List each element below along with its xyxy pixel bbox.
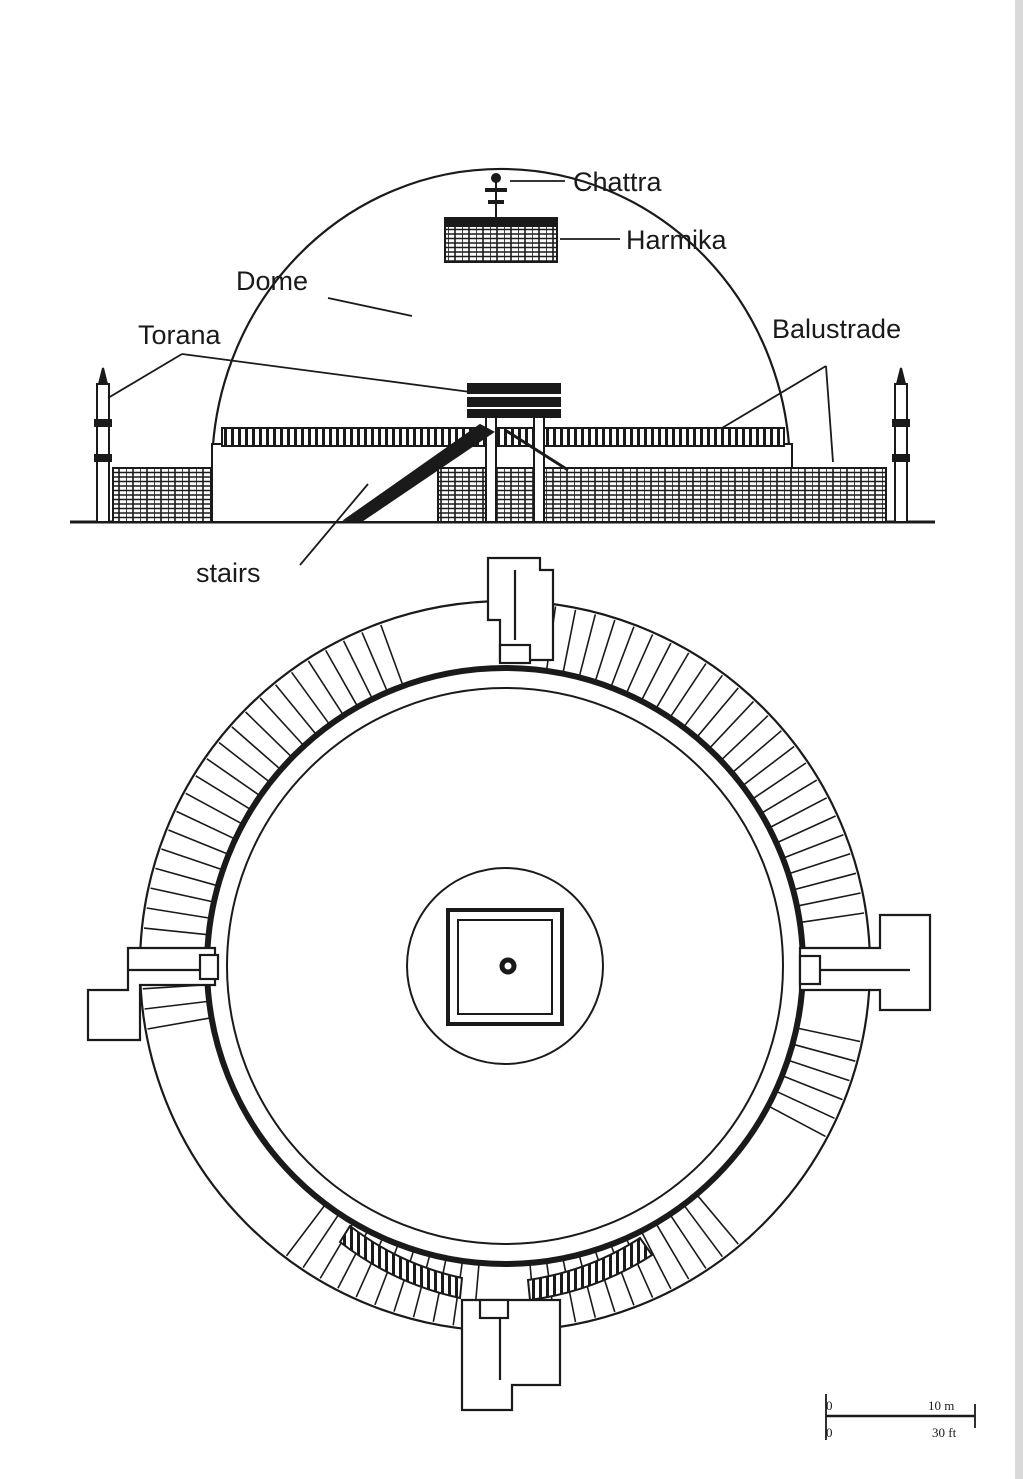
radial-segment	[143, 927, 207, 936]
radial-segment	[285, 1205, 326, 1257]
elevation-view	[70, 167, 935, 566]
radial-segment	[302, 1214, 339, 1269]
radial-segment	[361, 632, 388, 691]
gateway-south	[460, 1298, 562, 1412]
radial-segment	[777, 815, 836, 843]
radial-segment	[769, 1106, 826, 1138]
radial-segment	[342, 640, 373, 698]
radial-segment	[684, 1205, 724, 1258]
radial-segment	[231, 726, 280, 770]
radial-segment	[743, 745, 795, 786]
scale-imperial-start: 0	[826, 1425, 833, 1440]
radial-segment	[245, 711, 292, 757]
torana	[467, 383, 561, 523]
radial-segment	[670, 1215, 707, 1269]
radial-segment	[578, 614, 597, 676]
radial-segment	[626, 634, 654, 693]
ground-balustrade-left	[112, 467, 212, 523]
label-balustrade: Balustrade	[772, 314, 901, 344]
radial-segment	[641, 642, 672, 700]
radial-segment	[144, 1000, 208, 1010]
radial-segment	[218, 741, 270, 782]
dome-outline	[210, 167, 792, 471]
label-harmika: Harmika	[626, 225, 727, 255]
label-torana: Torana	[138, 320, 222, 350]
radial-segment	[753, 762, 807, 799]
label-chattra: Chattra	[573, 167, 663, 197]
radial-segment	[670, 663, 707, 717]
scale-bar	[825, 1394, 976, 1440]
radial-segment	[732, 730, 782, 773]
radial-segment	[150, 887, 213, 903]
gateway-north	[486, 556, 555, 665]
radial-segment	[176, 810, 234, 840]
label-dome: Dome	[236, 266, 308, 296]
radial-segment	[146, 907, 210, 919]
radial-stair-ring	[141, 606, 865, 1328]
radial-segment	[789, 1059, 850, 1082]
scale-metric-end: 10 m	[928, 1398, 954, 1413]
radial-segment	[290, 671, 330, 724]
radial-segment	[762, 779, 818, 814]
pillar-left	[94, 367, 112, 523]
radial-segment	[168, 829, 228, 855]
radial-segment	[798, 892, 861, 907]
radial-segment	[147, 1017, 210, 1030]
label-stairs: stairs	[196, 558, 261, 588]
radial-segment	[380, 624, 404, 685]
radial-segment	[206, 758, 260, 796]
radial-segment	[155, 867, 217, 887]
radial-segment	[259, 697, 304, 746]
radial-segment	[307, 660, 344, 715]
radial-segment	[641, 1232, 672, 1290]
radial-segment	[610, 626, 635, 686]
leader-lines	[107, 180, 834, 566]
radial-segment	[161, 848, 222, 871]
radial-segment	[274, 684, 317, 735]
radial-segment	[195, 775, 250, 810]
radial-segment	[709, 700, 755, 748]
south-stairs-right	[526, 1236, 654, 1302]
radial-segment	[656, 652, 690, 708]
gateway-east	[798, 913, 932, 1012]
radial-segment	[794, 872, 857, 891]
pillar-right	[892, 367, 910, 523]
chattra	[485, 173, 507, 218]
stairs	[342, 423, 569, 524]
plan-view	[86, 556, 932, 1412]
upper-balustrade	[221, 427, 785, 447]
radial-segment	[801, 912, 865, 923]
radial-segment	[562, 609, 577, 672]
radial-segment	[783, 1075, 843, 1101]
radial-segment	[776, 1091, 835, 1120]
radial-segment	[185, 792, 242, 825]
inner-circle	[406, 867, 604, 1065]
radial-segment	[325, 650, 358, 706]
radial-segment	[721, 715, 769, 760]
scale-metric-start: 0	[826, 1398, 833, 1413]
radial-segment	[656, 1224, 690, 1280]
scale-imperial-end: 30 ft	[932, 1425, 957, 1440]
radial-segment	[770, 797, 828, 828]
radial-segment	[798, 1027, 861, 1043]
radial-segment	[594, 619, 616, 681]
radial-segment	[790, 853, 851, 875]
ground-balustrade-right	[437, 467, 887, 523]
radial-segment	[784, 833, 844, 859]
south-stairs-left	[338, 1224, 464, 1300]
dome-base	[226, 687, 784, 1245]
radial-segment	[697, 1195, 739, 1245]
radial-segment	[697, 687, 739, 737]
page-edge-shadow	[1015, 0, 1023, 1479]
gateway-west	[86, 946, 220, 1042]
radial-segment	[684, 674, 724, 727]
radial-segment	[794, 1043, 856, 1062]
